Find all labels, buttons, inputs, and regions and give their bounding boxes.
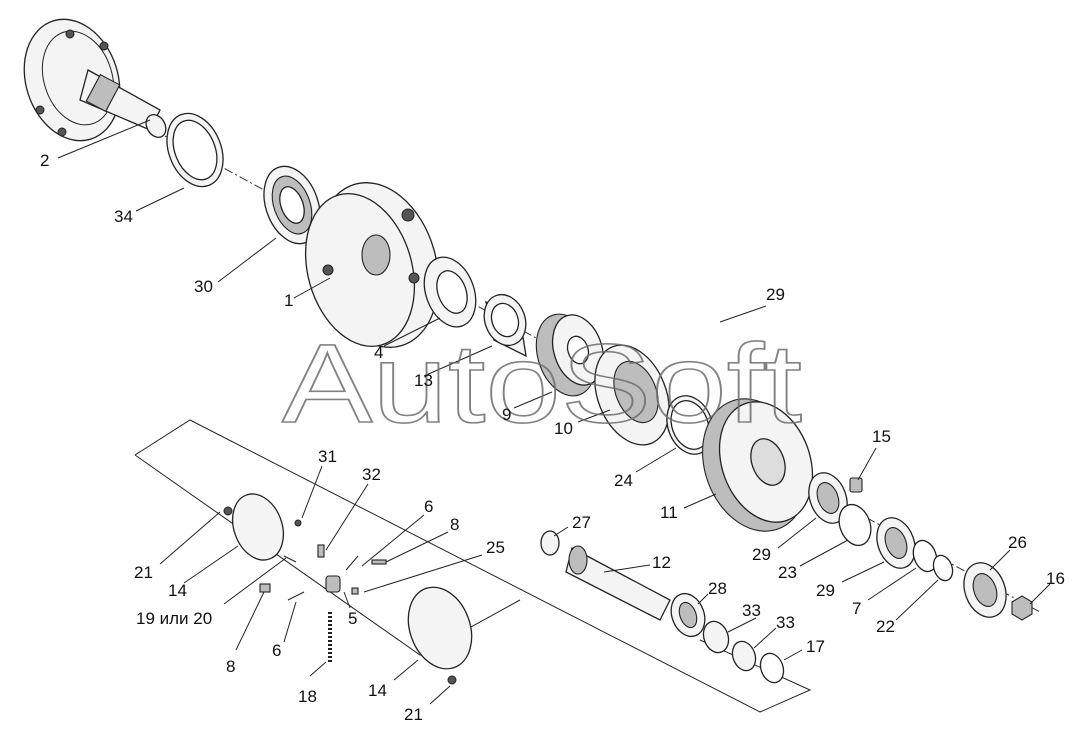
label-part-32: 32 [362,465,381,484]
bearing-29-right-part [876,517,916,569]
bushing-part [483,293,527,358]
label-part-9: 9 [502,405,511,424]
label-part-8-lower: 8 [226,657,235,676]
label-part-16: 16 [1046,569,1065,588]
nut-16-part [1011,595,1033,621]
small-parts-group [259,519,387,662]
ring-33b-part [731,640,757,672]
flange-shaft-part [23,18,167,142]
label-part-23: 23 [778,563,797,582]
label-part-22: 22 [876,617,895,636]
bearing-26-part [963,562,1007,618]
label-part-10: 10 [554,419,573,438]
label-part-29-top: 29 [766,285,785,304]
label-part-12: 12 [652,553,671,572]
label-part-29-right: 29 [816,581,835,600]
splined-shaft-12-part [565,545,671,621]
label-part-21-lower: 21 [404,705,423,724]
ring-17-part [759,652,785,684]
label-part-14-upper: 14 [168,581,187,600]
label-part-30: 30 [194,277,213,296]
carrier-housing-part [304,182,440,348]
label-part-8-upper: 8 [450,515,459,534]
label-part-24: 24 [614,471,633,490]
bolt-part [849,477,863,493]
toothed-disc-part [594,344,670,446]
label-part-14-lower: 14 [368,681,387,700]
label-part-11: 11 [660,503,678,522]
label-part-2: 2 [40,151,49,170]
part-number-labels: 2 34 30 1 4 13 9 29 10 24 15 11 29 23 29… [40,151,1065,724]
label-part-6-upper: 6 [424,497,433,516]
bearing-29-left-part [808,472,848,524]
o-ring-23-part [838,503,872,547]
ball-bearing-part [263,165,321,245]
watermark: AutoSoft [282,321,802,446]
cover-14-upper-part [223,493,285,561]
label-part-33-lower: 33 [776,613,795,632]
leader-lines [57,119,1051,705]
shim-ring-part [166,112,224,188]
label-part-17: 17 [806,637,825,656]
ring-7-part [912,539,938,573]
label-part-31: 31 [318,447,337,466]
label-part-6-lower: 6 [272,641,281,660]
label-part-5: 5 [348,609,357,628]
cover-14-lower-part [407,586,473,685]
label-part-28: 28 [708,579,727,598]
label-part-26: 26 [1008,533,1027,552]
bearing-28-part [670,592,706,638]
spur-gear-part [535,313,605,397]
label-part-19-or-20: 19 или 20 [136,609,212,628]
label-part-34: 34 [114,207,133,226]
ring-22-part [932,554,954,582]
bushing-27-part [540,530,560,556]
label-part-13: 13 [414,371,433,390]
label-part-7: 7 [852,599,861,618]
label-part-15: 15 [872,427,891,446]
large-gear-part [702,398,814,532]
label-part-1: 1 [284,291,293,310]
label-part-27: 27 [572,513,591,532]
label-part-33-upper: 33 [742,601,761,620]
label-part-18: 18 [298,687,317,706]
label-part-25: 25 [486,538,505,557]
label-part-29-mid: 29 [752,545,771,564]
label-part-4: 4 [374,343,383,362]
ring-33a-part [702,620,730,654]
snap-ring-part [666,395,714,455]
thrust-washer-part [423,256,477,328]
label-part-21-upper: 21 [134,563,153,582]
